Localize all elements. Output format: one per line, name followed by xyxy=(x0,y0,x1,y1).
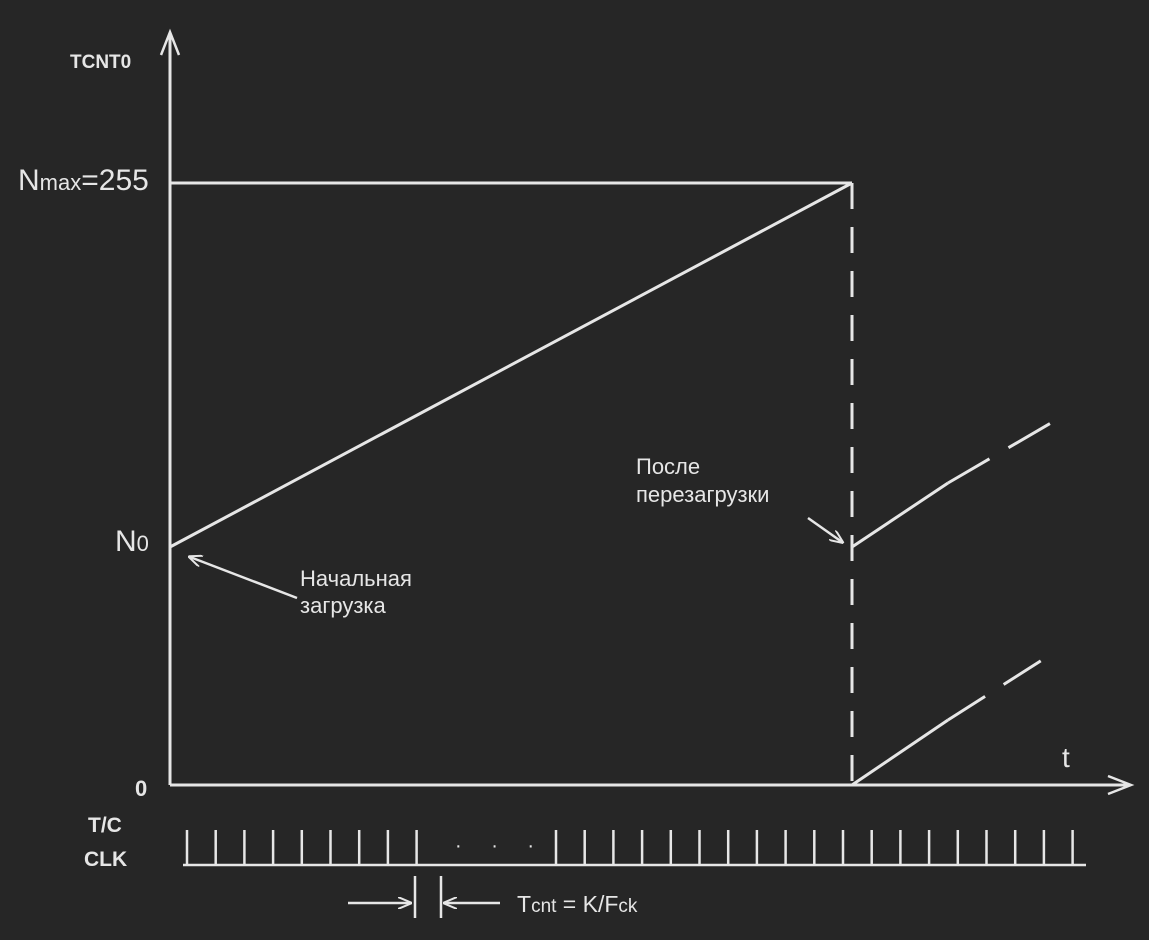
clock-label-line1: T/C xyxy=(88,814,122,837)
count-ramp xyxy=(169,181,853,549)
initial-load-label-line2: загрузка xyxy=(300,593,387,618)
after-reload-label-line2: перезагрузки xyxy=(636,482,769,507)
y-axis-label: TCNT0 xyxy=(70,52,131,73)
initial-load-arrow xyxy=(190,557,298,600)
n0-label: N0 xyxy=(115,525,149,558)
x-axis-label: t xyxy=(1062,742,1070,773)
y-axis-arrowhead xyxy=(159,28,181,56)
zero-ramp-solid xyxy=(851,718,949,787)
x-axis-arrowhead xyxy=(1107,774,1135,796)
after-reload-label-line1: После xyxy=(636,454,700,479)
nmax-label: Nmax=255 xyxy=(18,164,149,197)
zero-label: 0 xyxy=(135,776,147,801)
reload-ramp-solid xyxy=(851,481,949,549)
period-formula: Tcnt = K/Fck xyxy=(517,891,638,917)
clock-label-line2: CLK xyxy=(84,848,127,871)
after-reload-arrow xyxy=(807,516,842,542)
reload-ramp-dashed xyxy=(947,411,1069,485)
clock-gap-marker: · · · xyxy=(455,835,546,857)
initial-load-label-line1: Начальная xyxy=(300,566,412,591)
clock-ticks xyxy=(185,830,1074,865)
zero-ramp-dashed xyxy=(947,651,1054,722)
